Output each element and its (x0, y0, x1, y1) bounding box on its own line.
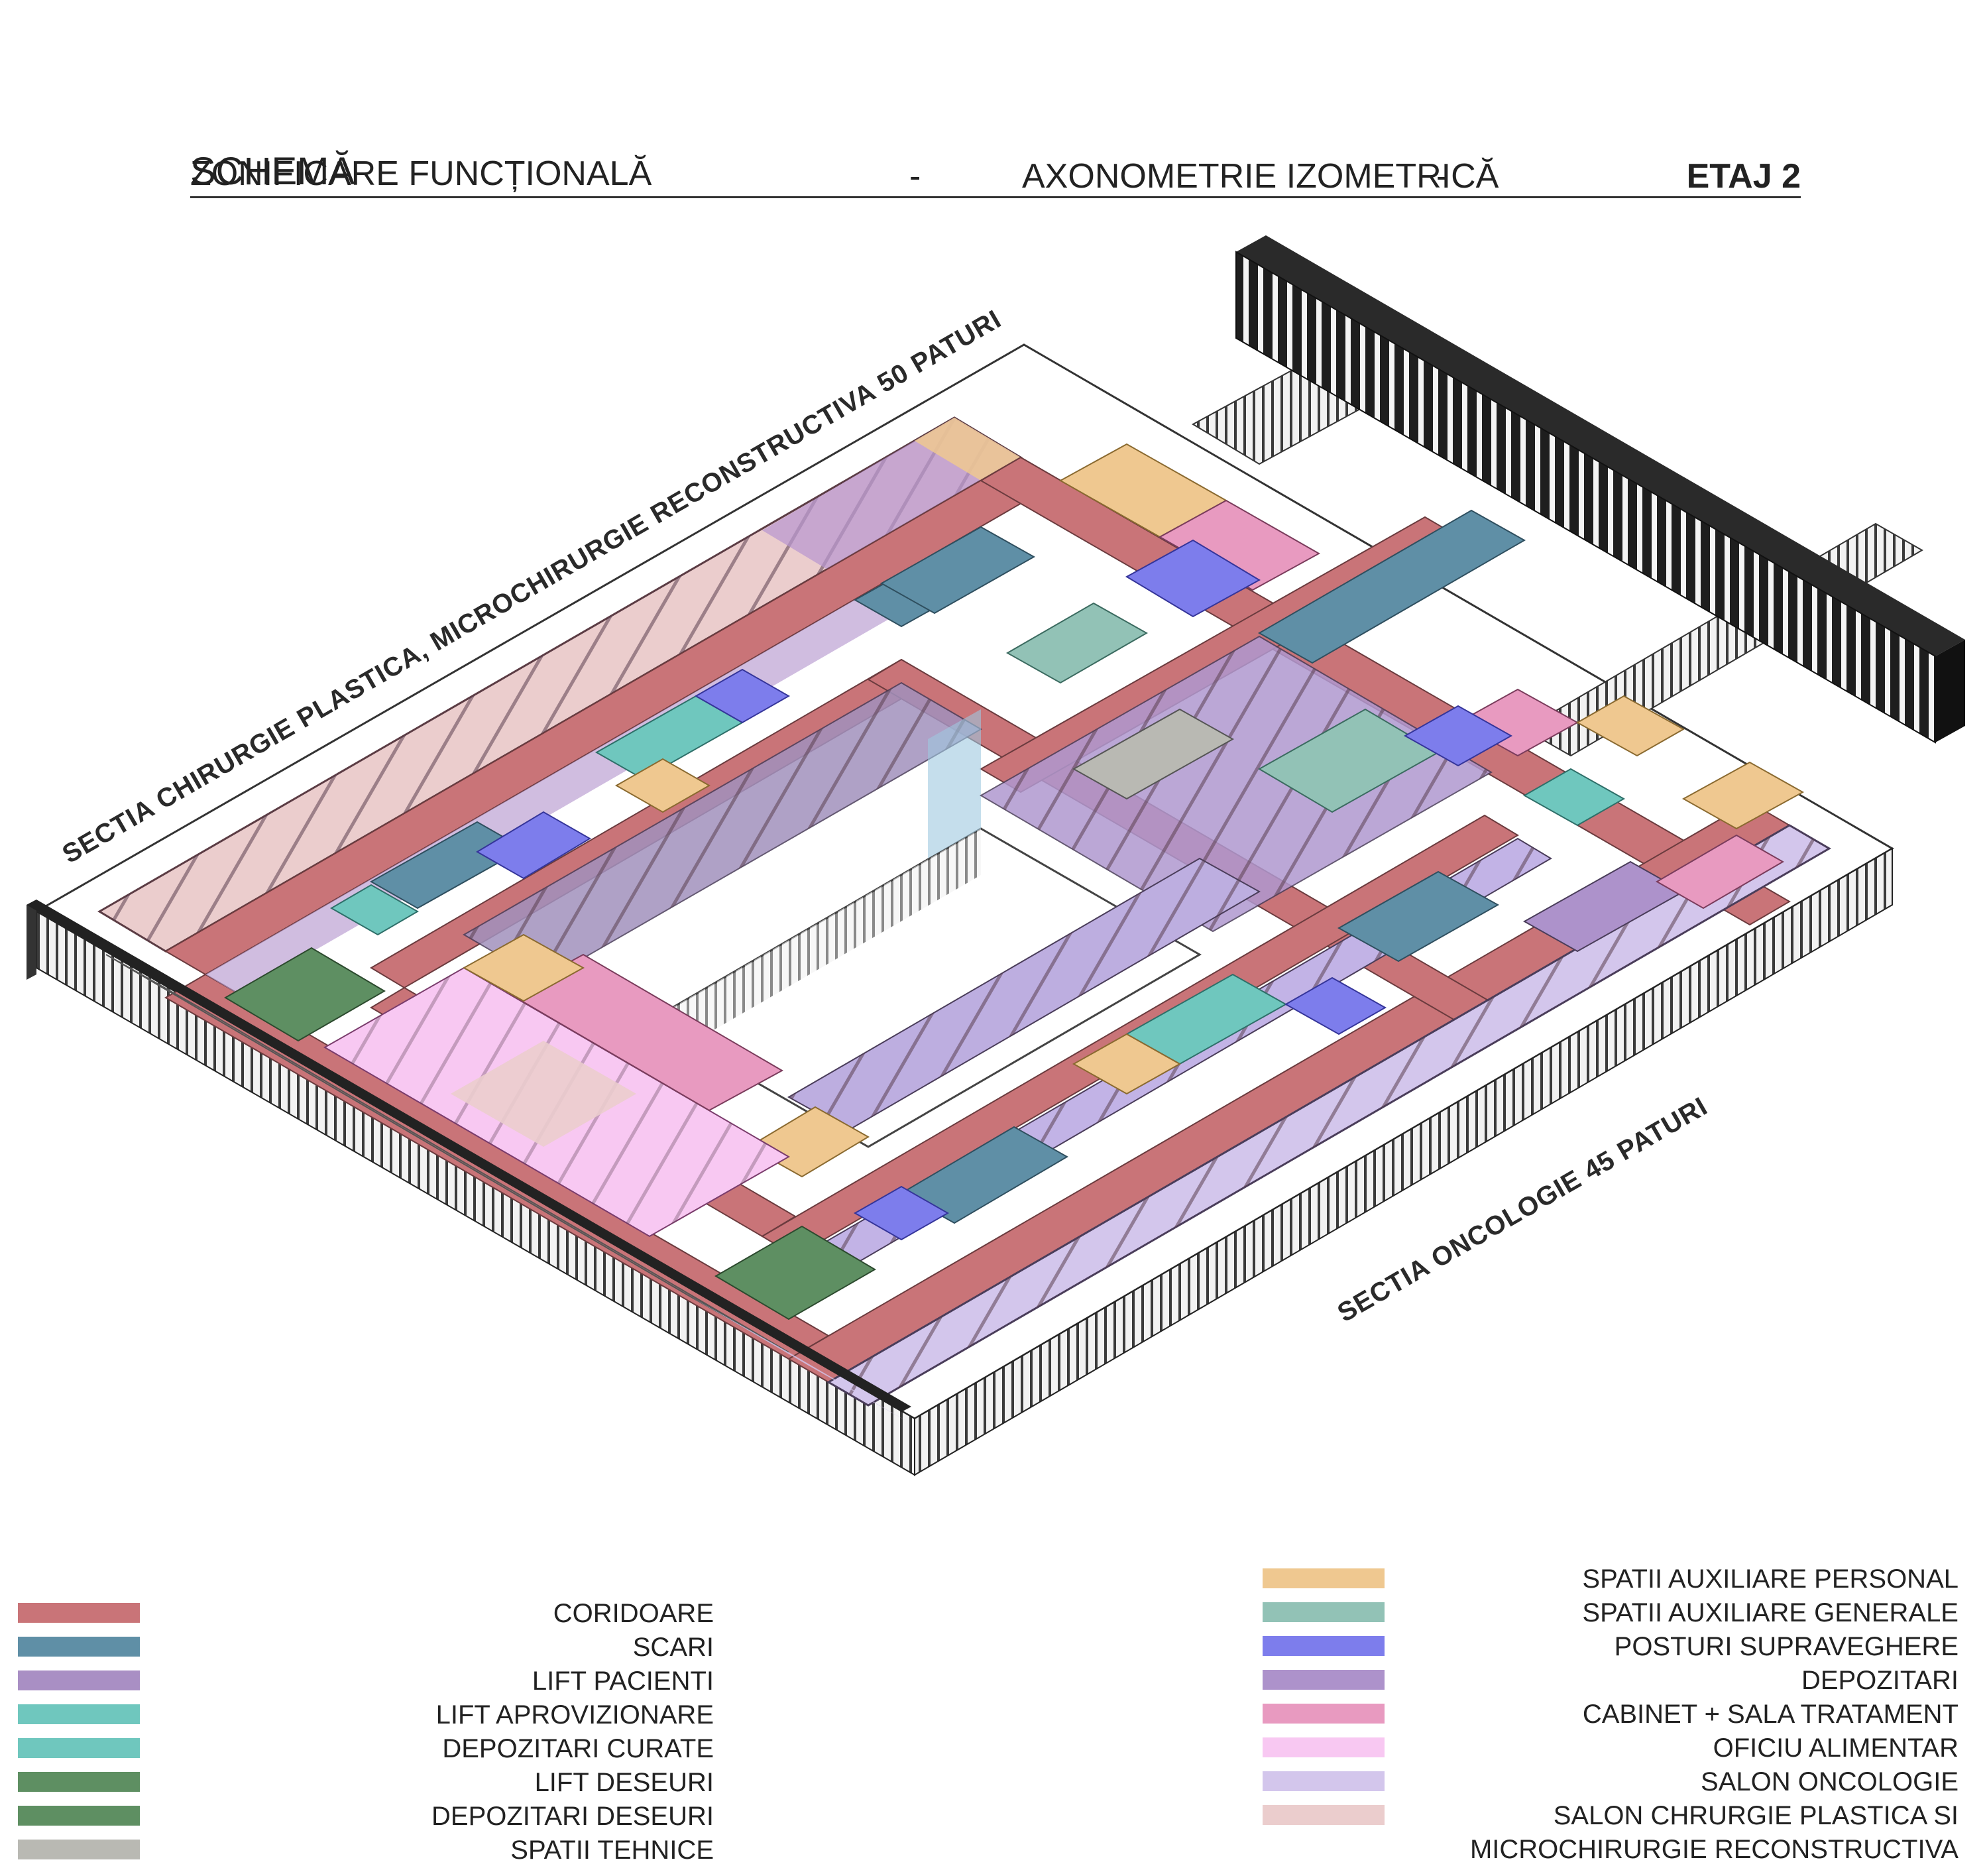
legend-label: LIFT APROVIZIONARE (435, 1700, 714, 1729)
rooms-inner-right (880, 509, 1526, 933)
waste-rooms (224, 947, 876, 1320)
legend-swatch (18, 1738, 140, 1758)
legend-label: DEPOZITARI DESEURI (431, 1802, 714, 1831)
title-rest: ZONIFICARE FUNCȚIONALĂ (190, 154, 652, 193)
legend-label: DEPOZITARI CURATE (442, 1734, 714, 1763)
legend-swatch (18, 1704, 140, 1724)
legend-label: DEPOZITARI (1801, 1666, 1959, 1695)
legend-swatch (1263, 1771, 1385, 1791)
adjacent-building (1235, 235, 1965, 744)
legend-swatch (1263, 1704, 1385, 1724)
legend-swatch (18, 1772, 140, 1792)
rooms-inner-bottom (748, 857, 1500, 1241)
legend-swatch (18, 1840, 140, 1859)
legend-swatch (1263, 1636, 1385, 1656)
wing-plastic-surgery (97, 416, 1023, 953)
legend-swatch (1263, 1568, 1385, 1588)
central-courtyard (648, 827, 1202, 1148)
legend-swatch (1263, 1602, 1385, 1622)
title-big-word: SCHEMĂ (190, 150, 355, 193)
isometric-floor-plan (27, 235, 1965, 1476)
legend-label: SPATII AUXILIARE PERSONAL (1582, 1564, 1959, 1594)
legend-label: CABINET + SALA TRATAMENT (1582, 1700, 1959, 1729)
rooms-bottom-left-edge (105, 954, 908, 1422)
title-separator: - (1436, 157, 1448, 196)
legend-swatch (1263, 1805, 1385, 1825)
floor-label: ETAJ 2 (1686, 157, 1801, 196)
legend-label: CORIDOARE (553, 1599, 714, 1628)
legend-swatch (18, 1806, 140, 1826)
legend-swatch (1263, 1670, 1385, 1690)
left-facade (27, 900, 911, 1412)
legend-label: LIFT PACIENTI (532, 1667, 714, 1696)
legend-label: SPATII TEHNICE (510, 1836, 714, 1865)
title-separator: - (909, 157, 921, 196)
legend-swatch (1263, 1737, 1385, 1757)
title-subtitle: AXONOMETRIE IZOMETRICĂ (1022, 157, 1499, 196)
legend-label: POSTURI SUPRAVEGHERE (1614, 1632, 1959, 1661)
rooms-right-top (1058, 443, 1805, 830)
legend-swatch (18, 1671, 140, 1690)
title-bar: SCHEMĂ ZONIFICARE FUNCȚIONALĂ - AXONOMET… (190, 151, 1801, 198)
rooms-left-lower (323, 933, 791, 1238)
legend-label: SALON CHRURGIE PLASTICA SI (1553, 1801, 1959, 1830)
legend-swatch (18, 1637, 140, 1657)
legend-swatch (18, 1603, 140, 1623)
legend-label: MICROCHIRURGIE RECONSTRUCTIVA (1469, 1835, 1959, 1864)
legend-label: LIFT DESEURI (534, 1768, 714, 1797)
legend-label: SALON ONCOLOGIE (1701, 1767, 1959, 1796)
legend-label: SPATII AUXILIARE GENERALE (1582, 1598, 1959, 1627)
legend-label: OFICIU ALIMENTAR (1713, 1733, 1959, 1763)
legend-label: SCARI (632, 1633, 714, 1662)
